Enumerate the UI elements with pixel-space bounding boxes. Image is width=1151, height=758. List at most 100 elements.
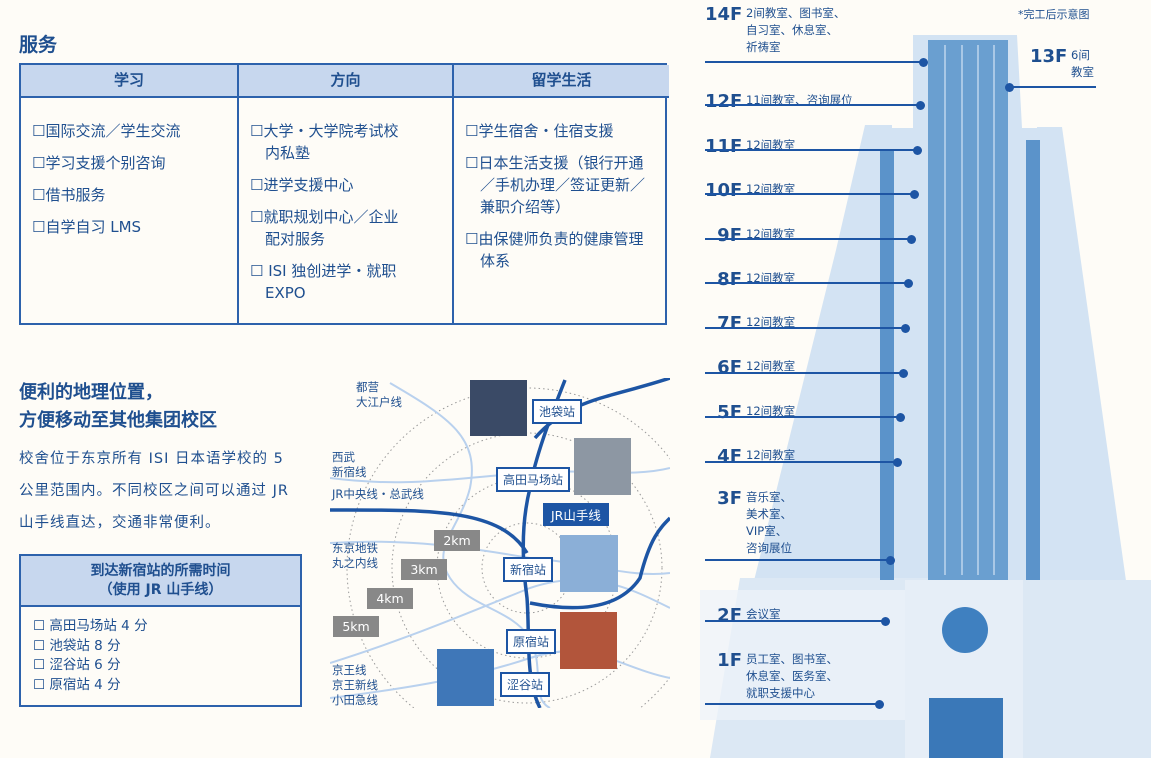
floor-number: 13F xyxy=(1030,46,1068,67)
list-item: ☐日本生活支援（银行开通／手机办理／签证更新／兼职介绍等） xyxy=(465,154,646,216)
leader-line xyxy=(705,559,890,561)
leader-line xyxy=(705,238,911,240)
services-table: 学习 方向 留学生活 ☐国际交流／学生交流 ☐学习支援个别咨询 ☐借书服务 ☐自… xyxy=(19,63,669,325)
floor-description: 12间教室 xyxy=(746,315,796,329)
list-item: ☐ 池袋站 8 分 xyxy=(33,637,121,654)
station-ikebukuro: 池袋站 xyxy=(532,399,583,424)
leader-line xyxy=(705,372,903,374)
floor-marker-dot xyxy=(899,369,908,378)
campus-photos xyxy=(437,380,631,706)
leader-line xyxy=(705,61,923,63)
floor-number: 4F xyxy=(717,446,742,467)
floor-number: 8F xyxy=(717,269,742,290)
floor-label: 5F 12间教室 xyxy=(705,403,795,423)
floor-number: 6F xyxy=(717,357,742,378)
line-label: 京王线 京王新线 小田急线 xyxy=(332,663,378,707)
leader-line xyxy=(705,282,908,284)
campus-photo xyxy=(574,438,631,495)
line-label: 西武 新宿线 xyxy=(332,450,367,479)
floor-label: 4F 12间教室 xyxy=(705,447,795,467)
floor-description: 6间 教室 xyxy=(1071,48,1094,79)
floor-number: 2F xyxy=(717,605,742,626)
list-item: ☐进学支援中心 xyxy=(250,176,354,194)
floor-label: 9F 12间教室 xyxy=(705,226,795,246)
leader-line xyxy=(705,193,914,195)
col-study: ☐国际交流／学生交流 ☐学习支援个别咨询 ☐借书服务 ☐自学自习 LMS xyxy=(21,98,237,323)
floor-description: 会议室 xyxy=(746,607,781,621)
floor-marker-dot xyxy=(875,700,884,709)
station-shibuya: 涩谷站 xyxy=(500,672,551,697)
floor-marker-dot xyxy=(881,617,890,626)
header-line: 到达新宿站的所需时间 xyxy=(90,563,231,579)
list-item: ☐ ISI 独创进学・就职 EXPO xyxy=(250,262,397,302)
floor-description: 员工室、图书室、 休息室、医务室、 就职支援中心 xyxy=(746,652,838,700)
location-body: 校舍位于东京所有 ISI 日本语学校的 5 公里范围内。不同校区之间可以通过 J… xyxy=(19,451,289,531)
col-header: 方向 xyxy=(237,65,452,98)
list-item: ☐ 高田马场站 4 分 xyxy=(33,618,148,634)
campus-photo xyxy=(560,612,617,669)
list-item: ☐借书服务 xyxy=(32,186,106,204)
list-item: ☐ 原宿站 4 分 xyxy=(33,676,121,693)
leader-line xyxy=(705,416,900,418)
floor-marker-dot xyxy=(910,190,919,199)
floor-description: 12间教室 xyxy=(746,138,796,152)
floor-number: 11F xyxy=(705,136,743,157)
leader-line xyxy=(705,620,885,622)
station-harajuku: 原宿站 xyxy=(506,629,557,654)
floor-number: 9F xyxy=(717,225,742,246)
floor-description: 12间教室 xyxy=(746,448,796,462)
floor-marker-dot xyxy=(916,101,925,110)
location-title-2: 方便移动至其他集团校区 xyxy=(19,410,217,431)
route-map xyxy=(330,378,670,708)
distance-label: 4km xyxy=(367,588,413,609)
floor-description: 12间教室 xyxy=(746,227,796,241)
leader-line xyxy=(1009,86,1096,88)
floor-description: 12间教室 xyxy=(746,404,796,418)
floor-label: 8F 12间教室 xyxy=(705,270,795,290)
floor-marker-dot xyxy=(896,413,905,422)
line-label: 都营 大江户线 xyxy=(356,380,402,409)
leader-line xyxy=(705,327,905,329)
floor-number: 5F xyxy=(717,402,742,423)
floor-number: 12F xyxy=(705,91,743,112)
campus-photo xyxy=(470,380,527,436)
floor-description: 12间教室 xyxy=(746,359,796,373)
floor-number: 1F xyxy=(717,650,742,671)
distance-label: 2km xyxy=(434,530,480,551)
floor-number: 10F xyxy=(705,180,743,201)
services-title: 服务 xyxy=(19,34,58,56)
distance-label: 3km xyxy=(401,559,447,580)
campus-photo xyxy=(560,535,618,592)
floor-description: 11间教室、咨询展位 xyxy=(746,93,853,107)
list-item: ☐国际交流／学生交流 xyxy=(32,122,181,140)
list-item: ☐大学・大学院考试校内私塾 xyxy=(250,122,399,162)
floor-label: 6F 12间教室 xyxy=(705,358,795,378)
floor-marker-dot xyxy=(913,146,922,155)
floor-marker-dot xyxy=(907,235,916,244)
line-label: 东京地铁 丸之内线 xyxy=(332,541,378,570)
floor-marker-dot xyxy=(901,324,910,333)
list-item: ☐学生宿舍・住宿支援 xyxy=(465,122,614,140)
floor-marker-dot xyxy=(1005,83,1014,92)
floor-marker-dot xyxy=(904,279,913,288)
building-illustration xyxy=(700,35,1151,758)
floor-description: 12间教室 xyxy=(746,271,796,285)
list-item: ☐学习支援个别咨询 xyxy=(32,154,166,172)
floor-description: 12间教室 xyxy=(746,182,796,196)
leader-line xyxy=(705,461,897,463)
header-line: （使用 JR 山手线） xyxy=(98,582,223,598)
floor-marker-dot xyxy=(919,58,928,67)
main-lines xyxy=(330,378,670,708)
leader-line xyxy=(705,703,879,705)
floor-label: 2F 会议室 xyxy=(705,605,781,626)
travel-time-box: 到达新宿站的所需时间 （使用 JR 山手线） ☐ 高田马场站 4 分 ☐ 池袋站… xyxy=(19,554,302,707)
leader-line xyxy=(705,149,917,151)
distance-label: 5km xyxy=(333,616,379,637)
col-direction: ☐大学・大学院考试校内私塾 ☐进学支援中心 ☐就职规划中心／企业配对服务 ☐ I… xyxy=(237,98,452,323)
list-item: ☐ 涩谷站 6 分 xyxy=(33,657,121,673)
